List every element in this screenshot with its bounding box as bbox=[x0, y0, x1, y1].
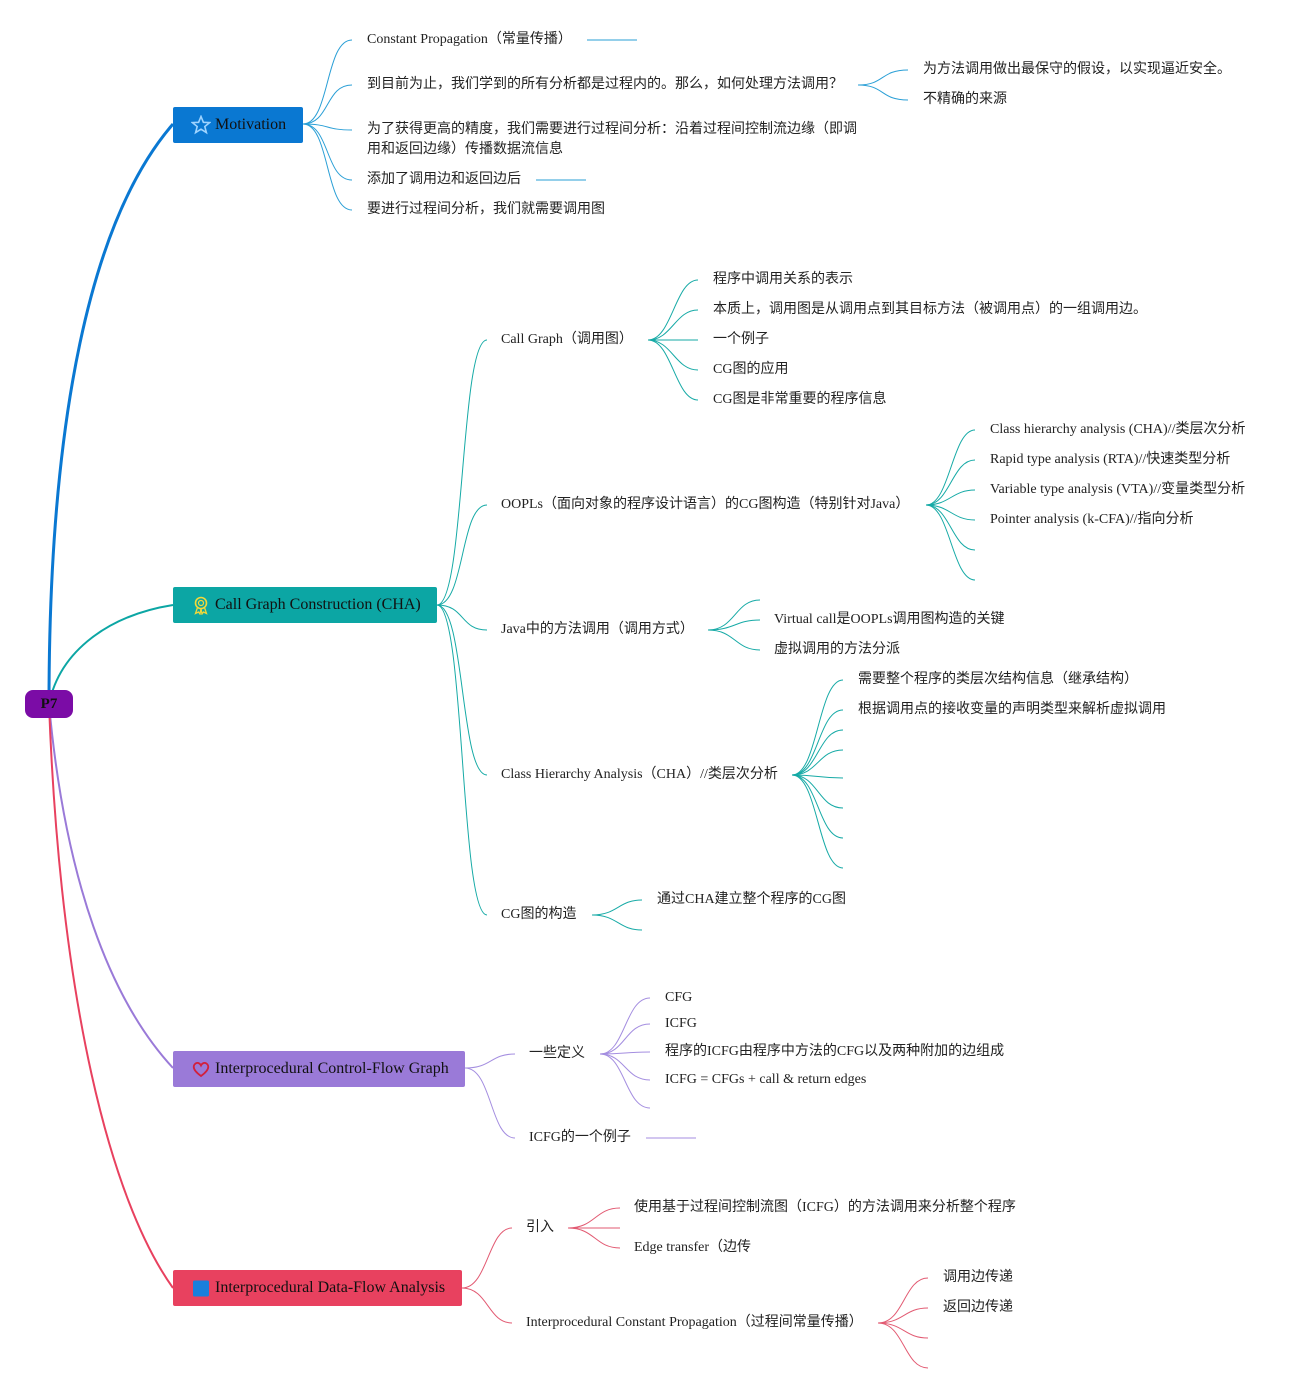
call-graph-child[interactable]: CG图的应用 bbox=[713, 362, 789, 377]
call-graph-node[interactable]: Call Graph（调用图） bbox=[501, 332, 633, 347]
branch-motivation[interactable]: Motivation bbox=[173, 107, 303, 143]
branch-label: Interprocedural Control-Flow Graph bbox=[215, 1060, 449, 1077]
motivation-item[interactable]: Constant Propagation（常量传播） bbox=[367, 32, 572, 47]
root-to-icfg-link bbox=[48, 703, 174, 1069]
heart-icon bbox=[192, 1062, 210, 1078]
icfg-example-node[interactable]: ICFG的一个例子 bbox=[529, 1130, 631, 1145]
cha-analysis-node[interactable]: Class Hierarchy Analysis（CHA）//类层次分析 bbox=[501, 767, 778, 782]
branch-label: Motivation bbox=[215, 116, 287, 133]
icfg-defs-child[interactable]: CFG bbox=[665, 990, 693, 1005]
idfa-icp-node[interactable]: Interprocedural Constant Propagation（过程间… bbox=[526, 1315, 863, 1330]
star-icon bbox=[191, 115, 211, 135]
icfg-defs-child[interactable]: ICFG = CFGs + call & return edges bbox=[665, 1072, 867, 1087]
branch-label: Interprocedural Data-Flow Analysis bbox=[215, 1279, 446, 1296]
oopls-child[interactable]: Rapid type analysis (RTA)//快速类型分析 bbox=[990, 452, 1231, 467]
java-calls-node[interactable]: Java中的方法调用（调用方式） bbox=[501, 622, 694, 637]
square-icon bbox=[193, 1280, 209, 1297]
call-graph-child[interactable]: 一个例子 bbox=[713, 332, 769, 347]
call-graph-child[interactable]: CG图是非常重要的程序信息 bbox=[713, 392, 887, 407]
idfa-icp-child[interactable]: 调用边传递 bbox=[943, 1270, 1013, 1285]
cha-analysis-child[interactable]: 根据调用点的接收变量的声明类型来解析虚拟调用 bbox=[858, 702, 1166, 717]
java-calls-child[interactable]: 虚拟调用的方法分派 bbox=[774, 642, 900, 657]
idfa-icp-child[interactable]: 返回边传递 bbox=[943, 1300, 1013, 1315]
root-node[interactable]: P7 bbox=[25, 690, 73, 718]
idfa-intro-node[interactable]: 引入 bbox=[526, 1220, 554, 1235]
icfg-defs-child[interactable]: ICFG bbox=[665, 1016, 697, 1031]
motivation-item[interactable]: 到目前为止，我们学到的所有分析都是过程内的。那么，如何处理方法调用？ bbox=[367, 77, 843, 92]
cha-analysis-child[interactable]: 需要整个程序的类层次结构信息（继承结构） bbox=[858, 672, 1138, 687]
branch-idfa[interactable]: Interprocedural Data-Flow Analysis bbox=[173, 1270, 462, 1306]
branch-call-graph-construction[interactable]: Call Graph Construction (CHA) bbox=[173, 587, 437, 623]
idfa-intro-child[interactable]: 使用基于过程间控制流图（ICFG）的方法调用来分析整个程序 bbox=[634, 1200, 1016, 1215]
oopls-child[interactable]: Class hierarchy analysis (CHA)//类层次分析 bbox=[990, 422, 1246, 437]
root-to-idfa-link bbox=[48, 703, 174, 1289]
java-calls-child[interactable]: Virtual call是OOPLs调用图构造的关键 bbox=[774, 612, 1005, 627]
idfa-intro-child[interactable]: Edge transfer（边传 bbox=[634, 1240, 752, 1255]
award-icon bbox=[194, 596, 208, 615]
call-graph-child[interactable]: 本质上，调用图是从调用点到其目标方法（被调用点）的一组调用边。 bbox=[713, 302, 1147, 317]
branch-icfg[interactable]: Interprocedural Control-Flow Graph bbox=[173, 1051, 465, 1087]
motivation-item[interactable]: 为了获得更高的精度，我们需要进行过程间分析：沿着过程间控制流边缘（即调用和返回边… bbox=[367, 122, 857, 157]
icfg-defs-child[interactable]: 程序的ICFG由程序中方法的CFG以及两种附加的边组成 bbox=[665, 1044, 1005, 1059]
oopls-child[interactable]: Variable type analysis (VTA)//变量类型分析 bbox=[990, 482, 1246, 497]
root-to-motivation-link bbox=[47, 123, 175, 705]
root-to-cha-link bbox=[48, 604, 174, 705]
call-graph-child[interactable]: 程序中调用关系的表示 bbox=[713, 272, 853, 287]
motivation-item[interactable]: 添加了调用边和返回边后 bbox=[367, 172, 521, 187]
method-call-child[interactable]: 不精确的来源 bbox=[923, 92, 1007, 107]
icfg-defs-node[interactable]: 一些定义 bbox=[529, 1046, 585, 1061]
cg-build-child[interactable]: 通过CHA建立整个程序的CG图 bbox=[657, 892, 847, 907]
oopls-child[interactable]: Pointer analysis (k-CFA)//指向分析 bbox=[990, 512, 1194, 527]
branch-label: Call Graph Construction (CHA) bbox=[215, 596, 421, 613]
motivation-item[interactable]: 要进行过程间分析，我们就需要调用图 bbox=[367, 202, 605, 217]
root-label: P7 bbox=[40, 695, 58, 712]
cg-build-node[interactable]: CG图的构造 bbox=[501, 907, 577, 922]
method-call-child[interactable]: 为方法调用做出最保守的假设，以实现逼近安全。 bbox=[923, 62, 1231, 77]
oopls-node[interactable]: OOPLs（面向对象的程序设计语言）的CG图构造（特别针对Java） bbox=[501, 497, 910, 512]
